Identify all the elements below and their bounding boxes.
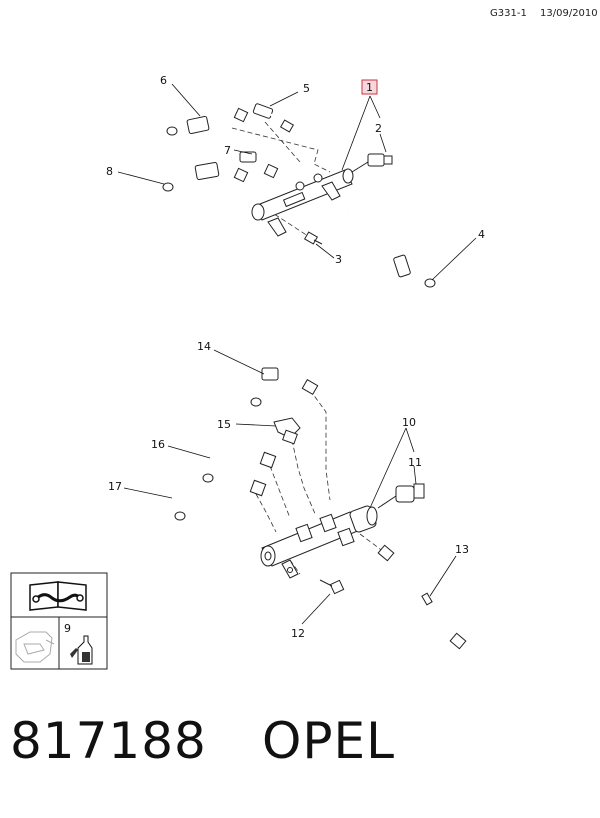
alignment-line xyxy=(231,127,331,173)
callout-4: 4 xyxy=(478,228,485,241)
engine-outline-icon xyxy=(15,631,55,663)
fuel-pipe-part-13 xyxy=(377,544,467,650)
leader-line xyxy=(117,171,165,185)
callout-5: 5 xyxy=(303,82,310,95)
upper-assembly: 1 2 3 4 5 6 7 8 xyxy=(106,74,485,288)
callout-highlight-box xyxy=(361,79,378,95)
sealant-bottle-icon: 9 xyxy=(64,622,93,665)
leader-line xyxy=(301,593,331,625)
part-number: 817188 xyxy=(10,712,207,770)
injector-pipe-part-7 xyxy=(231,151,279,179)
leader-line xyxy=(405,427,415,453)
bracket-part-15 xyxy=(273,417,301,445)
callout-6: 6 xyxy=(160,74,167,87)
injector-pipe-part-6 xyxy=(166,107,249,136)
alignment-line xyxy=(255,493,277,533)
drawing-date: 13/09/2010 xyxy=(540,8,598,19)
callout-1: 1 xyxy=(366,81,373,94)
leader-line xyxy=(167,445,211,459)
injector-pipe-part-8 xyxy=(162,162,249,192)
bolt-part-3 xyxy=(303,231,323,245)
fuel-pipe-part-4 xyxy=(347,208,436,288)
fuel-rail-part-1 xyxy=(251,168,354,237)
leader-line xyxy=(123,487,173,499)
alignment-line xyxy=(309,389,331,501)
injector-pipe-part-5 xyxy=(252,103,295,133)
callout-12: 12 xyxy=(291,627,305,640)
callout-11: 11 xyxy=(408,456,422,469)
callout-3: 3 xyxy=(335,253,342,266)
alignment-line xyxy=(291,439,317,517)
leader-line xyxy=(235,423,277,427)
alignment-line xyxy=(359,533,385,553)
alignment-line xyxy=(264,121,301,163)
drawing-code: G331-1 xyxy=(490,8,527,19)
callout-14: 14 xyxy=(197,340,211,353)
leader-line xyxy=(379,133,387,153)
leader-line xyxy=(315,243,335,259)
leader-line xyxy=(233,149,253,155)
leader-line xyxy=(269,91,299,107)
callout-15: 15 xyxy=(217,418,231,431)
injector-pipe-part-16 xyxy=(198,450,277,483)
leader-line xyxy=(431,237,477,281)
callout-8: 8 xyxy=(106,165,113,178)
callout-13: 13 xyxy=(455,543,469,556)
leader-line xyxy=(413,465,417,485)
tool-panel: 9 xyxy=(10,572,108,670)
tool-item-9-label: 9 xyxy=(64,622,71,635)
injector-pipe-part-14 xyxy=(246,367,319,407)
injector-pipe-part-17 xyxy=(168,479,267,521)
pressure-sensor-part-2 xyxy=(351,153,393,173)
repair-manual-icon xyxy=(29,581,87,611)
alignment-line xyxy=(269,465,291,519)
leader-line xyxy=(341,95,371,171)
callout-7: 7 xyxy=(224,144,231,157)
leader-line xyxy=(429,555,457,597)
bolt-part-12 xyxy=(319,579,345,595)
callout-10: 10 xyxy=(402,416,416,429)
fuel-rail-part-10 xyxy=(260,505,378,579)
leader-line xyxy=(369,427,407,509)
leader-line xyxy=(213,349,265,375)
lower-assembly: 10 11 12 13 14 15 16 17 xyxy=(108,340,469,650)
callout-2: 2 xyxy=(375,122,382,135)
brand-name: OPEL xyxy=(262,712,395,770)
pressure-sensor-part-11 xyxy=(377,483,425,509)
callout-17: 17 xyxy=(108,480,122,493)
leader-line xyxy=(369,95,381,119)
callout-16: 16 xyxy=(151,438,165,451)
leader-line xyxy=(171,83,201,117)
